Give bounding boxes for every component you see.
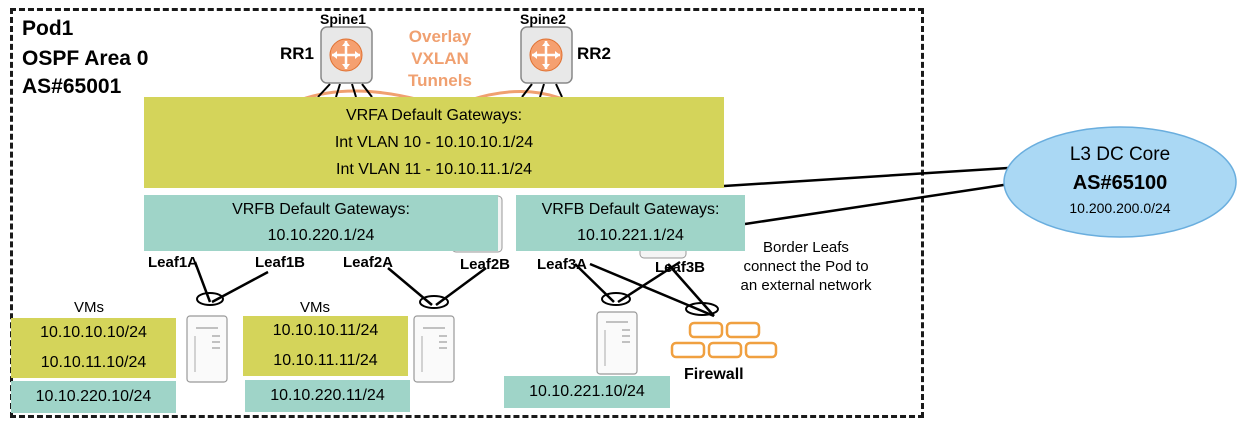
border-leafs-note: Border Leafs connect the Pod to an exter… [740,239,872,294]
lag-fw [685,302,719,316]
spine1-role: RR1 [280,44,315,63]
spine1-router-icon [320,26,373,84]
pod-area: OSPF Area 0 [22,47,149,70]
vm2-ip3: 10.10.220.11/24 [245,380,410,412]
spine2-router-icon [520,26,573,84]
vrfb-right-box: VRFB Default Gateways: 10.10.221.1/24 [516,195,745,251]
leaf3a-label: Leaf3A [537,256,588,273]
vrfa-vlan11: Int VLAN 11 - 10.10.11.1/24 [336,161,532,178]
server-2 [413,315,455,383]
leaf3b-label: Leaf3B [655,259,706,276]
leaf1a-label: Leaf1A [148,254,199,271]
server-1 [186,315,228,383]
core-link-2 [744,182,1011,226]
core-label: L3 DC Core AS#65100 10.200.200.0/24 [1004,142,1236,218]
core-ellipse [1003,126,1237,238]
vrfb-right-title: VRFB Default Gateways: [541,201,720,218]
spine2-role: RR2 [577,44,612,63]
vrfa-title: VRFA Default Gateways: [345,107,523,124]
pod-border [10,8,924,418]
vrfb-left-address: 10.10.220.1/24 [267,227,375,244]
leaf1b-label: Leaf1B [255,254,306,271]
spine1-label: Spine1 [320,11,366,27]
vrfb-left-box: VRFB Default Gateways: 10.10.220.1/24 [144,195,498,251]
vrfb-left-title: VRFB Default Gateways: [232,201,410,218]
firewall-label: Firewall [684,366,744,383]
vm1-ip1: 10.10.10.10/24 [11,318,176,348]
lag-3 [601,292,631,306]
overlay-label: Overlay VXLAN Tunnels [408,27,472,90]
core-title: L3 DC Core [1069,144,1171,165]
vm-group1-label: VMs [74,299,104,316]
core-subnet: 10.200.200.0/24 [1069,200,1171,216]
vm1-ip2: 10.10.11.10/24 [11,348,176,378]
vm2-ip1: 10.10.10.11/24 [243,316,408,346]
vrfa-gateways-box: VRFA Default Gateways: Int VLAN 10 - 10.… [144,97,724,188]
host3-ip: 10.10.221.10/24 [504,376,670,408]
vrfb-right-address: 10.10.221.1/24 [577,227,684,244]
leaf2a-label: Leaf2A [343,254,394,271]
lag-1 [196,292,224,306]
spine2-label: Spine2 [520,11,566,27]
pod-asn: AS#65001 [22,75,122,98]
lag-2 [419,295,449,309]
core-link-1 [723,166,1009,188]
vm-group2-label: VMs [300,299,330,316]
firewall-icon [670,321,778,359]
server-3 [596,311,638,375]
leaf2b-label: Leaf2B [460,256,511,273]
vrfa-vlan10: Int VLAN 10 - 10.10.10.1/24 [334,134,534,151]
core-asn: AS#65100 [1072,172,1168,194]
vm1-ip3: 10.10.220.10/24 [11,381,176,413]
vm2-ip2: 10.10.11.11/24 [243,346,408,376]
pod-title: Pod1 [22,17,74,40]
